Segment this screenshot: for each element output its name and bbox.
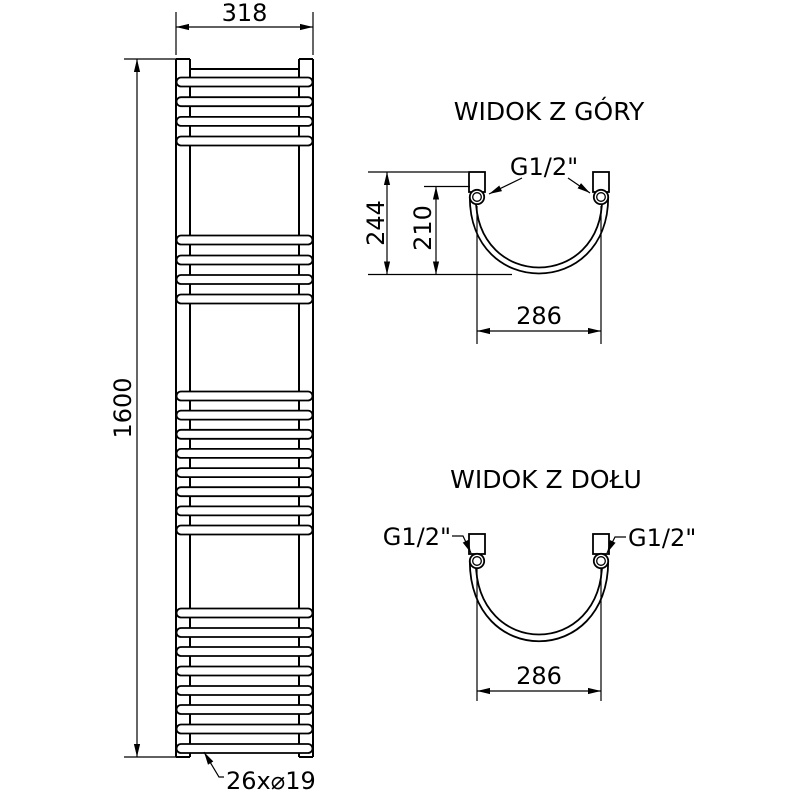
heating-tube	[175, 428, 314, 440]
connector-nut-right-inner	[596, 556, 606, 566]
heating-tube	[175, 607, 314, 619]
extension-lines	[476, 569, 602, 701]
dimension-spacing-bottom: 286	[476, 569, 602, 701]
heating-tube	[175, 234, 314, 246]
heating-tube	[175, 76, 314, 88]
connector-nut-right	[592, 188, 610, 206]
dimension-depth-total-label: 244	[362, 200, 390, 246]
extension-lines	[124, 58, 176, 758]
dimension-height-label: 1600	[109, 377, 137, 438]
tube-group-3	[175, 390, 314, 536]
heating-tube	[175, 486, 314, 498]
heating-tube	[175, 116, 314, 127]
connector-nut-right-inner	[596, 192, 606, 202]
thread-label-right: G1/2"	[628, 524, 696, 552]
heating-tube	[175, 627, 314, 638]
dimension-spacing-bottom-label: 286	[516, 662, 562, 690]
heating-tube	[175, 646, 314, 657]
heating-tube	[175, 274, 314, 285]
heating-tube	[175, 254, 314, 266]
leader-line	[606, 536, 626, 554]
leader-line-left	[488, 177, 523, 195]
tube-spec-label: 26x⌀19	[226, 767, 316, 795]
bowed-tube-outer-arc	[468, 196, 610, 275]
heating-tube	[175, 390, 314, 402]
heating-tube	[175, 743, 314, 754]
leader-line	[203, 751, 224, 778]
dimension-spacing-top: 286	[476, 206, 602, 344]
tube-group-2	[175, 234, 314, 305]
thread-callout-right: G1/2"	[606, 524, 696, 554]
bowed-tube-inner-arc	[474, 196, 604, 269]
connector-nut-left-inner	[472, 556, 482, 566]
dimension-depth-pipe: 210	[409, 185, 470, 275]
leader-line	[452, 535, 472, 554]
bowed-tube-outer-arc	[468, 560, 610, 642]
heating-tube	[175, 505, 314, 517]
bowed-tube-inner-arc	[474, 560, 604, 636]
heating-tube	[175, 135, 314, 147]
extension-lines	[476, 206, 602, 344]
connector-stub-left	[468, 533, 486, 555]
dimension-depth-pipe-label: 210	[409, 205, 437, 251]
heating-tube	[175, 409, 314, 421]
heating-tube	[175, 447, 314, 459]
connector-nut-left	[468, 188, 486, 206]
heating-tube	[175, 665, 314, 677]
top-view: WIDOK Z GÓRY G1/2" 244 210	[362, 96, 645, 344]
leader-line-right	[567, 177, 591, 194]
tube-spec-callout: 26x⌀19	[203, 751, 316, 795]
front-view-outline	[175, 58, 314, 758]
top-view-title: WIDOK Z GÓRY	[454, 96, 645, 126]
connector-nut-left	[468, 552, 486, 570]
tube-group-1	[175, 76, 314, 147]
dimension-height: 1600	[109, 58, 176, 758]
dimension-width-label: 318	[222, 0, 268, 27]
bottom-view-title: WIDOK Z DOŁU	[450, 465, 642, 494]
connector-stub-right	[592, 533, 610, 555]
heating-tube	[175, 467, 314, 479]
thread-callout: G1/2"	[488, 153, 591, 195]
heating-tube	[175, 293, 314, 305]
thread-callout-left: G1/2"	[383, 523, 472, 554]
connector-nut-right	[592, 552, 610, 570]
thread-label: G1/2"	[510, 153, 578, 181]
heating-tube	[175, 723, 314, 735]
bottom-view: WIDOK Z DOŁU G1/2" G1/2" 286	[383, 465, 696, 701]
connector-nut-left-inner	[472, 192, 482, 202]
tube-group-4	[175, 607, 314, 754]
front-view: 318 1600 26x⌀19	[109, 0, 316, 795]
heating-tube	[175, 96, 314, 108]
heating-tube	[175, 524, 314, 536]
dimension-width: 318	[175, 0, 314, 55]
extension-lines	[175, 12, 314, 55]
dimension-spacing-top-label: 286	[516, 302, 562, 330]
heating-tube	[175, 704, 314, 715]
heating-tube	[175, 685, 314, 696]
thread-label-left: G1/2"	[383, 523, 451, 551]
dimension-depth-total: 244	[362, 171, 512, 276]
